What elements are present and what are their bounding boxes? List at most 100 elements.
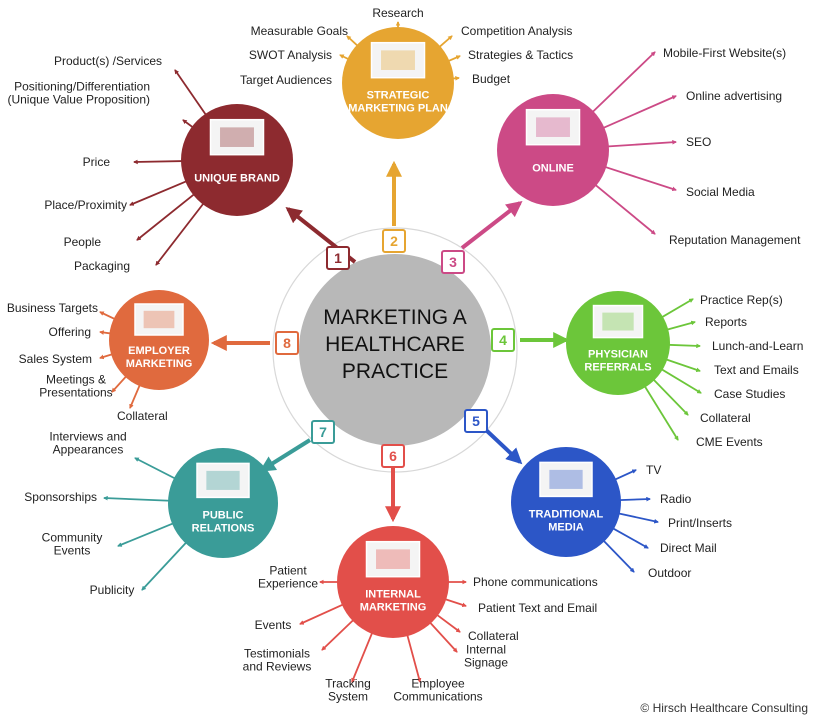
node-image-glyph — [376, 549, 410, 569]
item-label: Lunch-and-Learn — [712, 339, 803, 353]
item-arrow — [643, 385, 679, 441]
node-title: MEDIA — [548, 521, 584, 533]
node-title: RELATIONS — [192, 522, 255, 534]
main-arrow — [484, 428, 523, 465]
center-title-line: PRACTICE — [342, 360, 448, 383]
node-circle — [109, 290, 209, 390]
item-label: Strategies & Tactics — [468, 48, 573, 62]
node-image — [209, 118, 265, 156]
item-arrow — [591, 51, 656, 114]
item-label: Business Targets — [7, 301, 98, 315]
item-label: Case Studies — [714, 387, 785, 401]
node-image — [370, 41, 426, 79]
item-arrow — [594, 183, 656, 235]
item-arrow — [117, 522, 175, 547]
node-image — [134, 303, 184, 336]
item-arrow — [346, 35, 359, 48]
item-arrow — [174, 69, 208, 117]
item-label: Collateral — [700, 411, 751, 425]
item-arrow — [129, 180, 188, 206]
number-label: 5 — [472, 413, 480, 429]
item-arrow — [406, 633, 422, 683]
item-label: Online advertising — [686, 89, 782, 103]
number-badge — [441, 250, 465, 274]
item-label: Sponsorships — [24, 490, 97, 504]
item-label: Budget — [472, 72, 511, 86]
item-label: SEO — [686, 135, 711, 149]
node-title: MARKETING — [126, 358, 193, 370]
item-label: Outdoor — [648, 566, 691, 580]
item-arrow — [617, 512, 659, 524]
item-arrow — [652, 378, 689, 416]
item-arrow — [134, 457, 177, 480]
node-title: ONLINE — [532, 163, 574, 175]
item-label: Events — [255, 618, 292, 632]
node-circle — [566, 291, 670, 395]
item-arrow — [613, 469, 637, 481]
number-badge — [491, 328, 515, 352]
item-label: SWOT Analysis — [249, 48, 332, 62]
main-arrow — [460, 201, 523, 250]
item-arrow — [129, 383, 141, 409]
item-label: Radio — [660, 492, 692, 506]
item-label: Measurable Goals — [251, 24, 348, 38]
item-arrow — [618, 496, 651, 502]
node-image-glyph — [220, 127, 254, 147]
item-label: Research — [372, 6, 423, 20]
item-label: Competition Analysis — [461, 24, 572, 38]
center-circle — [299, 254, 491, 446]
item-label: Meetings &Presentations — [39, 373, 112, 400]
node-circle — [342, 27, 454, 139]
item-arrow — [604, 165, 677, 192]
node-image — [525, 108, 581, 146]
item-label: Text and Emails — [714, 363, 799, 377]
item-arrow — [666, 320, 696, 331]
item-arrow — [667, 343, 701, 349]
node-image-glyph — [602, 312, 634, 331]
item-label: Positioning/Differentiation(Unique Value… — [7, 80, 150, 107]
item-arrow — [99, 353, 114, 360]
node-circle — [511, 447, 621, 557]
item-arrow — [447, 55, 461, 63]
number-label: 1 — [334, 250, 342, 266]
node-image — [196, 462, 250, 499]
item-label: Collateral — [117, 409, 168, 423]
item-label: CME Events — [696, 435, 763, 449]
item-label: Phone communications — [473, 575, 598, 589]
item-label: Target Audiences — [240, 73, 332, 87]
item-label: TV — [646, 463, 661, 477]
item-label: Offering — [49, 325, 91, 339]
item-arrow — [611, 527, 649, 549]
node-title: PUBLIC — [203, 509, 244, 521]
number-badge — [311, 420, 335, 444]
node-title: PHYSICIAN — [588, 349, 648, 361]
node-title: MARKETING PLAN — [348, 103, 448, 115]
number-badge — [275, 331, 299, 355]
node-image-glyph — [381, 50, 415, 70]
item-label: Price — [83, 155, 111, 169]
item-arrow — [428, 621, 458, 653]
node-title: MARKETING — [360, 602, 427, 614]
node-title: STRATEGIC — [367, 90, 430, 102]
item-label: Social Media — [686, 185, 755, 199]
node-circle — [337, 526, 449, 638]
item-arrow — [665, 358, 701, 373]
node-title: INTERNAL — [365, 589, 421, 601]
item-label: Place/Proximity — [44, 198, 127, 212]
item-arrow — [99, 311, 117, 321]
node-title: UNIQUE BRAND — [194, 173, 280, 185]
item-arrow — [660, 298, 694, 319]
number-label: 4 — [499, 332, 507, 348]
copyright-text: © Hirsch Healthcare Consulting — [640, 701, 808, 715]
item-arrow — [351, 631, 374, 683]
node-image-glyph — [206, 470, 240, 490]
